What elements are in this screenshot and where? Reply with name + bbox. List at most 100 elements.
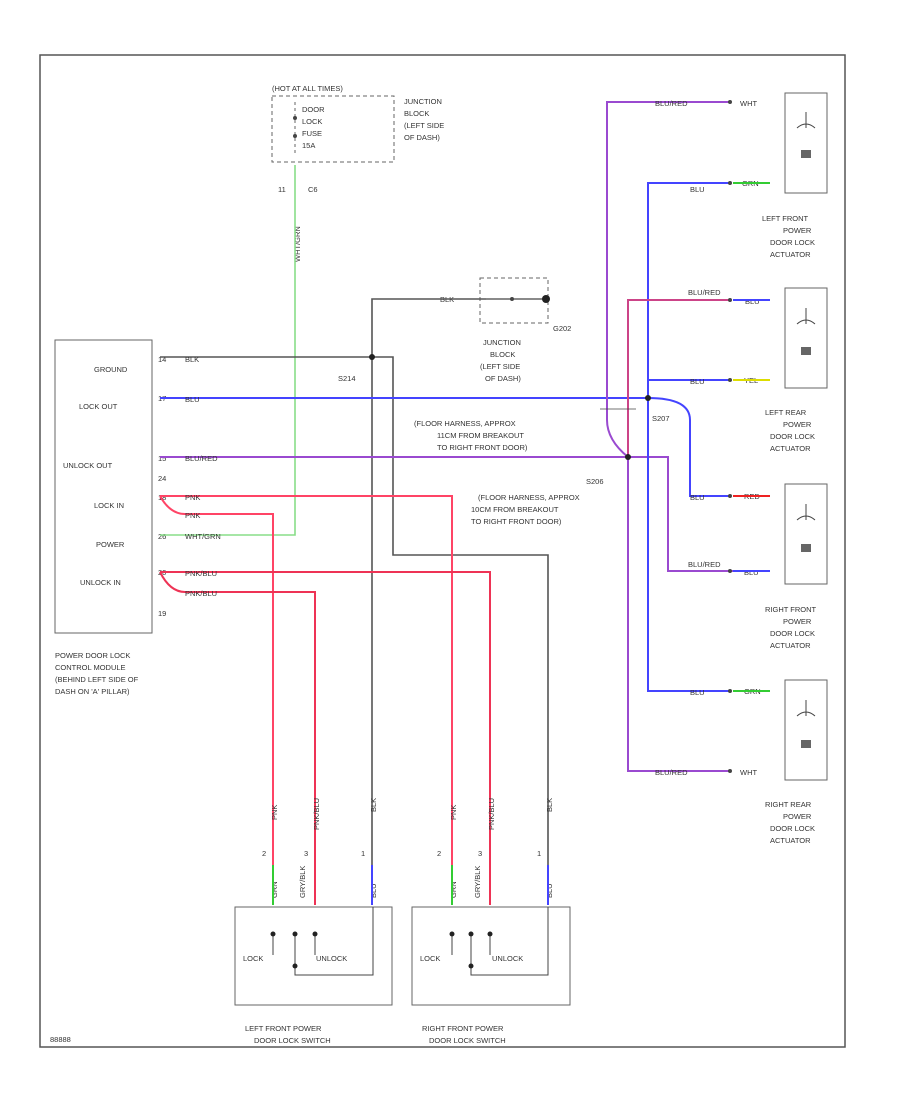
module-desc: CONTROL MODULE — [55, 663, 126, 672]
junction-block-desc: OF DASH) — [485, 374, 521, 383]
actuator-terminal-color: BLU — [745, 297, 760, 306]
wire-label-blu: BLU — [185, 395, 200, 404]
wire-label-blu: BLU — [690, 185, 705, 194]
actuator-left-rear: BLU/RED BLU BLU YEL LEFT REAR POWER DOOR… — [688, 287, 828, 453]
wires — [159, 101, 740, 905]
wire-label-pnk-blu: PNK/BLU — [312, 798, 321, 830]
actuator-right-rear: BLU GRN BLU/RED WHT RIGHT REAR POWER DOO… — [655, 679, 828, 845]
junction-block-desc: JUNCTION — [483, 338, 521, 347]
ground-terminal-icon — [542, 295, 550, 303]
switch-pin-number: 2 — [437, 849, 441, 858]
fuse-label: FUSE — [302, 129, 322, 138]
junction-block-desc: OF DASH) — [404, 133, 440, 142]
splice-id: S206 — [586, 477, 604, 486]
module-pin-number: 18 — [158, 493, 166, 502]
actuator-name: ACTUATOR — [770, 641, 811, 650]
module-desc: (BEHIND LEFT SIDE OF — [55, 675, 139, 684]
splice-id: S207 — [652, 414, 670, 423]
left-front-door-lock-switch: PNK PNK/BLU BLK 2 3 1 GRN GRY/BLK BLU LO… — [234, 798, 393, 1045]
actuator-name: DOOR LOCK — [770, 629, 815, 638]
actuator-name: DOOR LOCK — [770, 238, 815, 247]
wire-label-blu-red: BLU/RED — [688, 288, 721, 297]
actuator-name: DOOR LOCK — [770, 824, 815, 833]
actuator-terminal-color: WHT — [740, 99, 757, 108]
junction-block-desc: BLOCK — [404, 109, 429, 118]
wire-label-gry-blk: GRY/BLK — [473, 866, 482, 898]
wire-label-grn: GRN — [270, 881, 279, 898]
wire-label-blk: BLK — [185, 355, 199, 364]
wire-label-wht-grn: WHT/GRN — [185, 532, 221, 541]
actuator-name: POWER — [783, 812, 812, 821]
switch-unlock-label: UNLOCK — [316, 954, 347, 963]
splice-id: S214 — [338, 374, 356, 383]
splice-note: 10CM FROM BREAKOUT — [471, 505, 559, 514]
wire-label-pnk-blu: PNK/BLU — [185, 589, 217, 598]
wire-label-blu-red: BLU/RED — [655, 99, 688, 108]
switch-pin-number: 2 — [262, 849, 266, 858]
fuse-label: LOCK — [302, 117, 322, 126]
ground-id: G202 — [553, 324, 571, 333]
wire-label-pnk-blu: PNK/BLU — [185, 569, 217, 578]
splice-note: TO RIGHT FRONT DOOR) — [471, 517, 562, 526]
module-pin-number: 24 — [158, 474, 166, 483]
wire-label-pnk-blu: PNK/BLU — [487, 798, 496, 830]
actuator-left-front: BLU/RED WHT BLU GRN LEFT FRONT POWER DOO… — [655, 92, 828, 259]
switch-name: LEFT FRONT POWER — [245, 1024, 322, 1033]
actuator-name: ACTUATOR — [770, 444, 811, 453]
actuator-terminal-color: BLU — [744, 568, 759, 577]
module-pin-label-unlock-out: UNLOCK OUT — [63, 461, 113, 470]
actuator-name: POWER — [783, 617, 812, 626]
right-front-door-lock-switch: PNK PNK/BLU BLK 2 3 1 GRN GRY/BLK BLU LO… — [411, 798, 571, 1045]
wire-label-blu-red: BLU/RED — [688, 560, 721, 569]
switch-unlock-label: UNLOCK — [492, 954, 523, 963]
wire-label-pnk: PNK — [449, 805, 458, 820]
module-pin-label-ground: GROUND — [94, 365, 128, 374]
wire-label-blu: BLU — [690, 493, 705, 502]
fuse-pin-number: 11 — [278, 185, 286, 194]
actuator-terminal-color: WHT — [740, 768, 757, 777]
module-pin-number: 26 — [158, 532, 166, 541]
splice-note: 11CM FROM BREAKOUT — [437, 431, 524, 440]
junction-block-desc: (LEFT SIDE — [404, 121, 444, 130]
wire-label-blu-red: BLU/RED — [655, 768, 688, 777]
switch-pin-number: 3 — [478, 849, 482, 858]
switch-pin-number: 1 — [361, 849, 365, 858]
actuator-name: LEFT REAR — [765, 408, 807, 417]
switch-name: DOOR LOCK SWITCH — [254, 1036, 331, 1045]
wire-label-pnk: PNK — [185, 511, 200, 520]
actuator-motor-icon — [801, 740, 811, 748]
actuator-name: POWER — [783, 420, 812, 429]
switch-name: DOOR LOCK SWITCH — [429, 1036, 506, 1045]
actuator-name: ACTUATOR — [770, 836, 811, 845]
wire-label-blk: BLK — [545, 798, 554, 812]
actuator-name: ACTUATOR — [770, 250, 811, 259]
wire-label-blu: BLU — [690, 688, 705, 697]
ground-junction-block: BLK G202 JUNCTION BLOCK (LEFT SIDE OF DA… — [440, 277, 571, 383]
wire-label-pnk: PNK — [270, 805, 279, 820]
actuator-stubs — [733, 182, 770, 692]
module-wire-labels: BLK BLU BLU/RED PNK PNK WHT/GRN PNK/BLU … — [185, 355, 221, 598]
switch-pin-number: 1 — [537, 849, 541, 858]
module-pin-number: 14 — [158, 355, 166, 364]
wire-label-blk: BLK — [369, 798, 378, 812]
actuator-name: POWER — [783, 226, 812, 235]
splice-note: (FLOOR HARNESS, APPROX — [414, 419, 516, 428]
module-pin-label-lock-out: LOCK OUT — [79, 402, 118, 411]
module-pin-label-power: POWER — [96, 540, 125, 549]
diagram-frame — [39, 54, 846, 1048]
fuse-rating: 15A — [302, 141, 315, 150]
module-pin-label-unlock-in: UNLOCK IN — [80, 578, 121, 587]
wire-label-blu: BLU — [545, 883, 554, 898]
fuse-junction-block: (HOT AT ALL TIMES) DOOR LOCK FUSE 15A JU… — [271, 84, 444, 262]
actuator-motor-icon — [801, 347, 811, 355]
switch-lock-label: LOCK — [243, 954, 263, 963]
fuse-block-header: (HOT AT ALL TIMES) — [272, 84, 343, 93]
wire-label-wht-grn: WHT/GRN — [293, 226, 302, 262]
wire-label-blu-red: BLU/RED — [185, 454, 218, 463]
fuse-connector-id: C6 — [308, 185, 318, 194]
power-door-lock-control-module: GROUND LOCK OUT UNLOCK OUT LOCK IN POWER… — [54, 339, 166, 696]
switch-name: RIGHT FRONT POWER — [422, 1024, 504, 1033]
wire-label-blu: BLU — [369, 883, 378, 898]
switch-stubs — [272, 865, 549, 905]
